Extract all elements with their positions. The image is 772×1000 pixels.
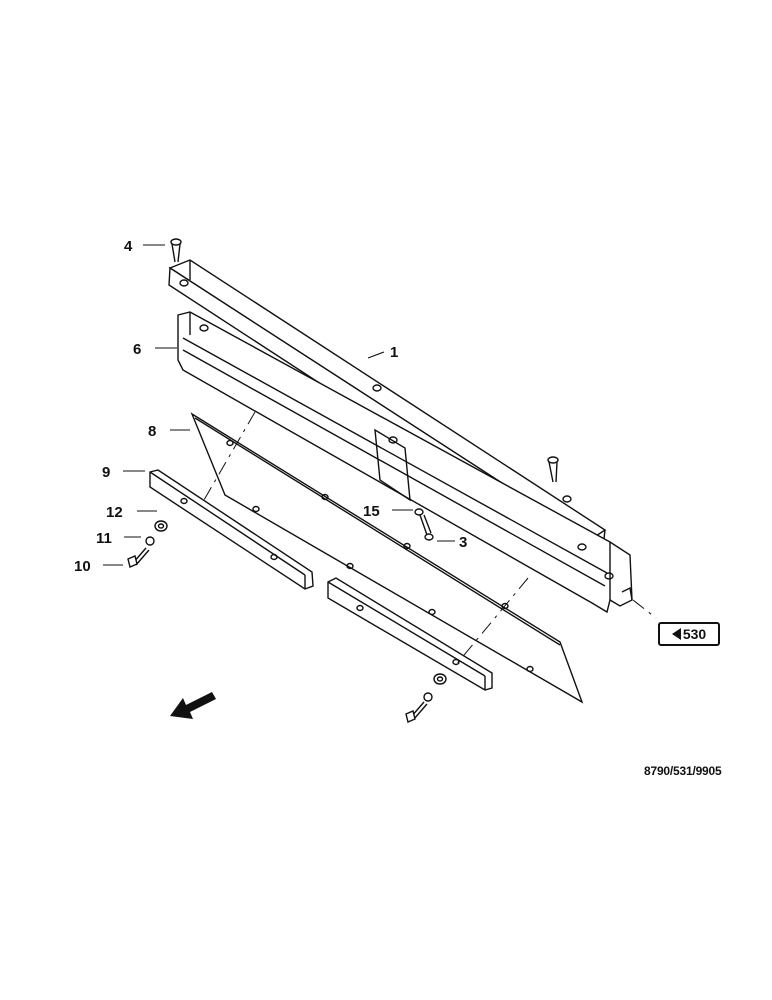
label-part-15: 15 bbox=[363, 503, 380, 520]
document-code: 8790/531/9905 bbox=[644, 764, 722, 778]
clamp-strip-part-9-left bbox=[149, 469, 314, 590]
angle-profile-part-6 bbox=[177, 311, 633, 614]
leader-lines bbox=[103, 244, 455, 566]
label-part-3: 3 bbox=[459, 534, 467, 551]
screw-part-3 bbox=[414, 508, 434, 541]
part-labels: 4 6 8 9 12 11 10 1 15 3 bbox=[74, 238, 467, 575]
fastener-set-left bbox=[127, 520, 168, 568]
travel-direction-arrow-icon bbox=[170, 692, 216, 719]
bolt-part-4 bbox=[170, 238, 182, 263]
label-part-11: 11 bbox=[96, 530, 112, 547]
bolt-part-4-right bbox=[547, 456, 559, 483]
label-part-1: 1 bbox=[390, 344, 398, 361]
label-part-8: 8 bbox=[148, 423, 156, 440]
assembly-center-lines bbox=[203, 411, 657, 667]
label-part-10: 10 bbox=[74, 558, 91, 575]
label-part-12: 12 bbox=[106, 504, 123, 521]
left-arrow-icon bbox=[671, 628, 681, 640]
reference-page-label: 530 bbox=[682, 626, 707, 642]
clamp-strip-part-9-right bbox=[327, 577, 493, 691]
fastener-set-right bbox=[405, 673, 447, 723]
label-part-9: 9 bbox=[102, 464, 110, 481]
label-part-4: 4 bbox=[124, 238, 133, 255]
reference-page-530-link[interactable]: 530 bbox=[658, 622, 720, 646]
label-part-6: 6 bbox=[133, 341, 141, 358]
